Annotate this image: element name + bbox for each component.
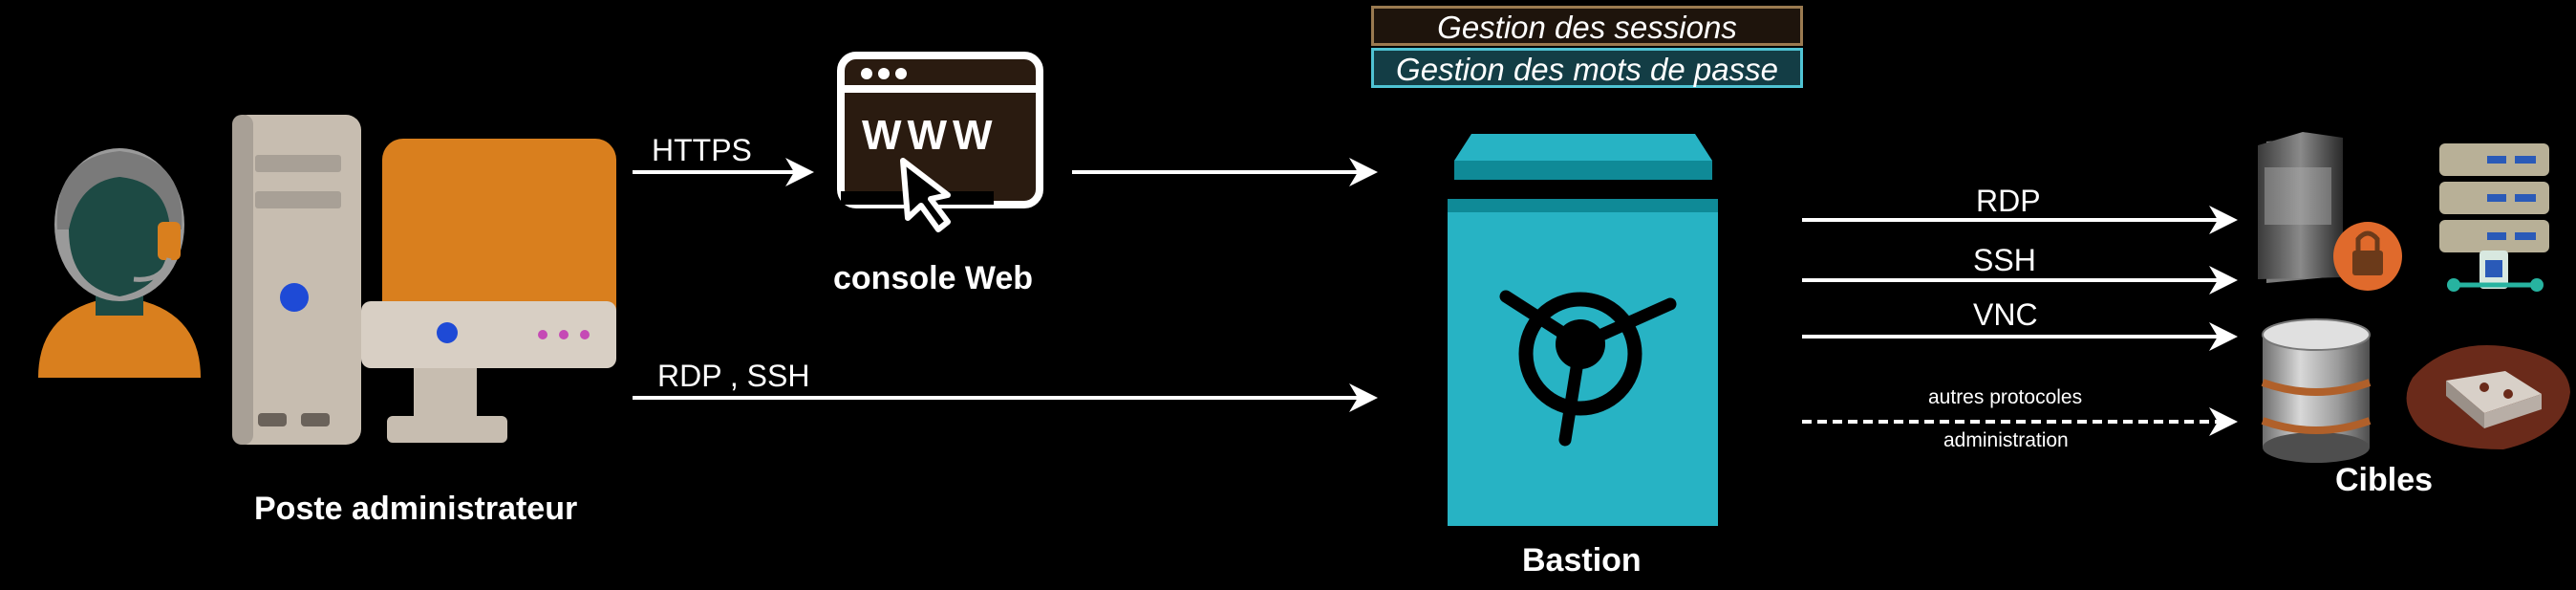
- label-ssh: SSH: [1973, 243, 2036, 277]
- database-icon: [2261, 318, 2372, 463]
- label-vnc: VNC: [1973, 297, 2038, 332]
- session-management-badge: Gestion des sessions: [1371, 6, 1803, 46]
- admin-caption: Poste administrateur: [254, 491, 578, 527]
- bastion-vault-icon: [1448, 134, 1718, 526]
- console-caption: console Web: [833, 260, 1034, 296]
- targets-caption: Cibles: [2335, 462, 2434, 498]
- label-rdp: RDP: [1976, 184, 2041, 218]
- admin-workstation-icon: [232, 115, 616, 445]
- label-https: HTTPS: [652, 133, 752, 167]
- server-tower-icon: [2258, 132, 2402, 291]
- bastion-caption: Bastion: [1522, 542, 1642, 579]
- label-administration: administration: [1943, 429, 2069, 451]
- browser-www-text: WWW: [862, 112, 998, 159]
- administrator-icon: [38, 148, 201, 378]
- label-rdp-ssh: RDP , SSH: [657, 359, 810, 393]
- label-other-protocols: autres protocoles: [1928, 386, 2083, 408]
- network-device-icon: [2406, 344, 2570, 449]
- web-browser-icon: [837, 52, 1043, 232]
- server-rack-icon: [2439, 143, 2549, 292]
- password-management-badge: Gestion des mots de passe: [1371, 48, 1803, 88]
